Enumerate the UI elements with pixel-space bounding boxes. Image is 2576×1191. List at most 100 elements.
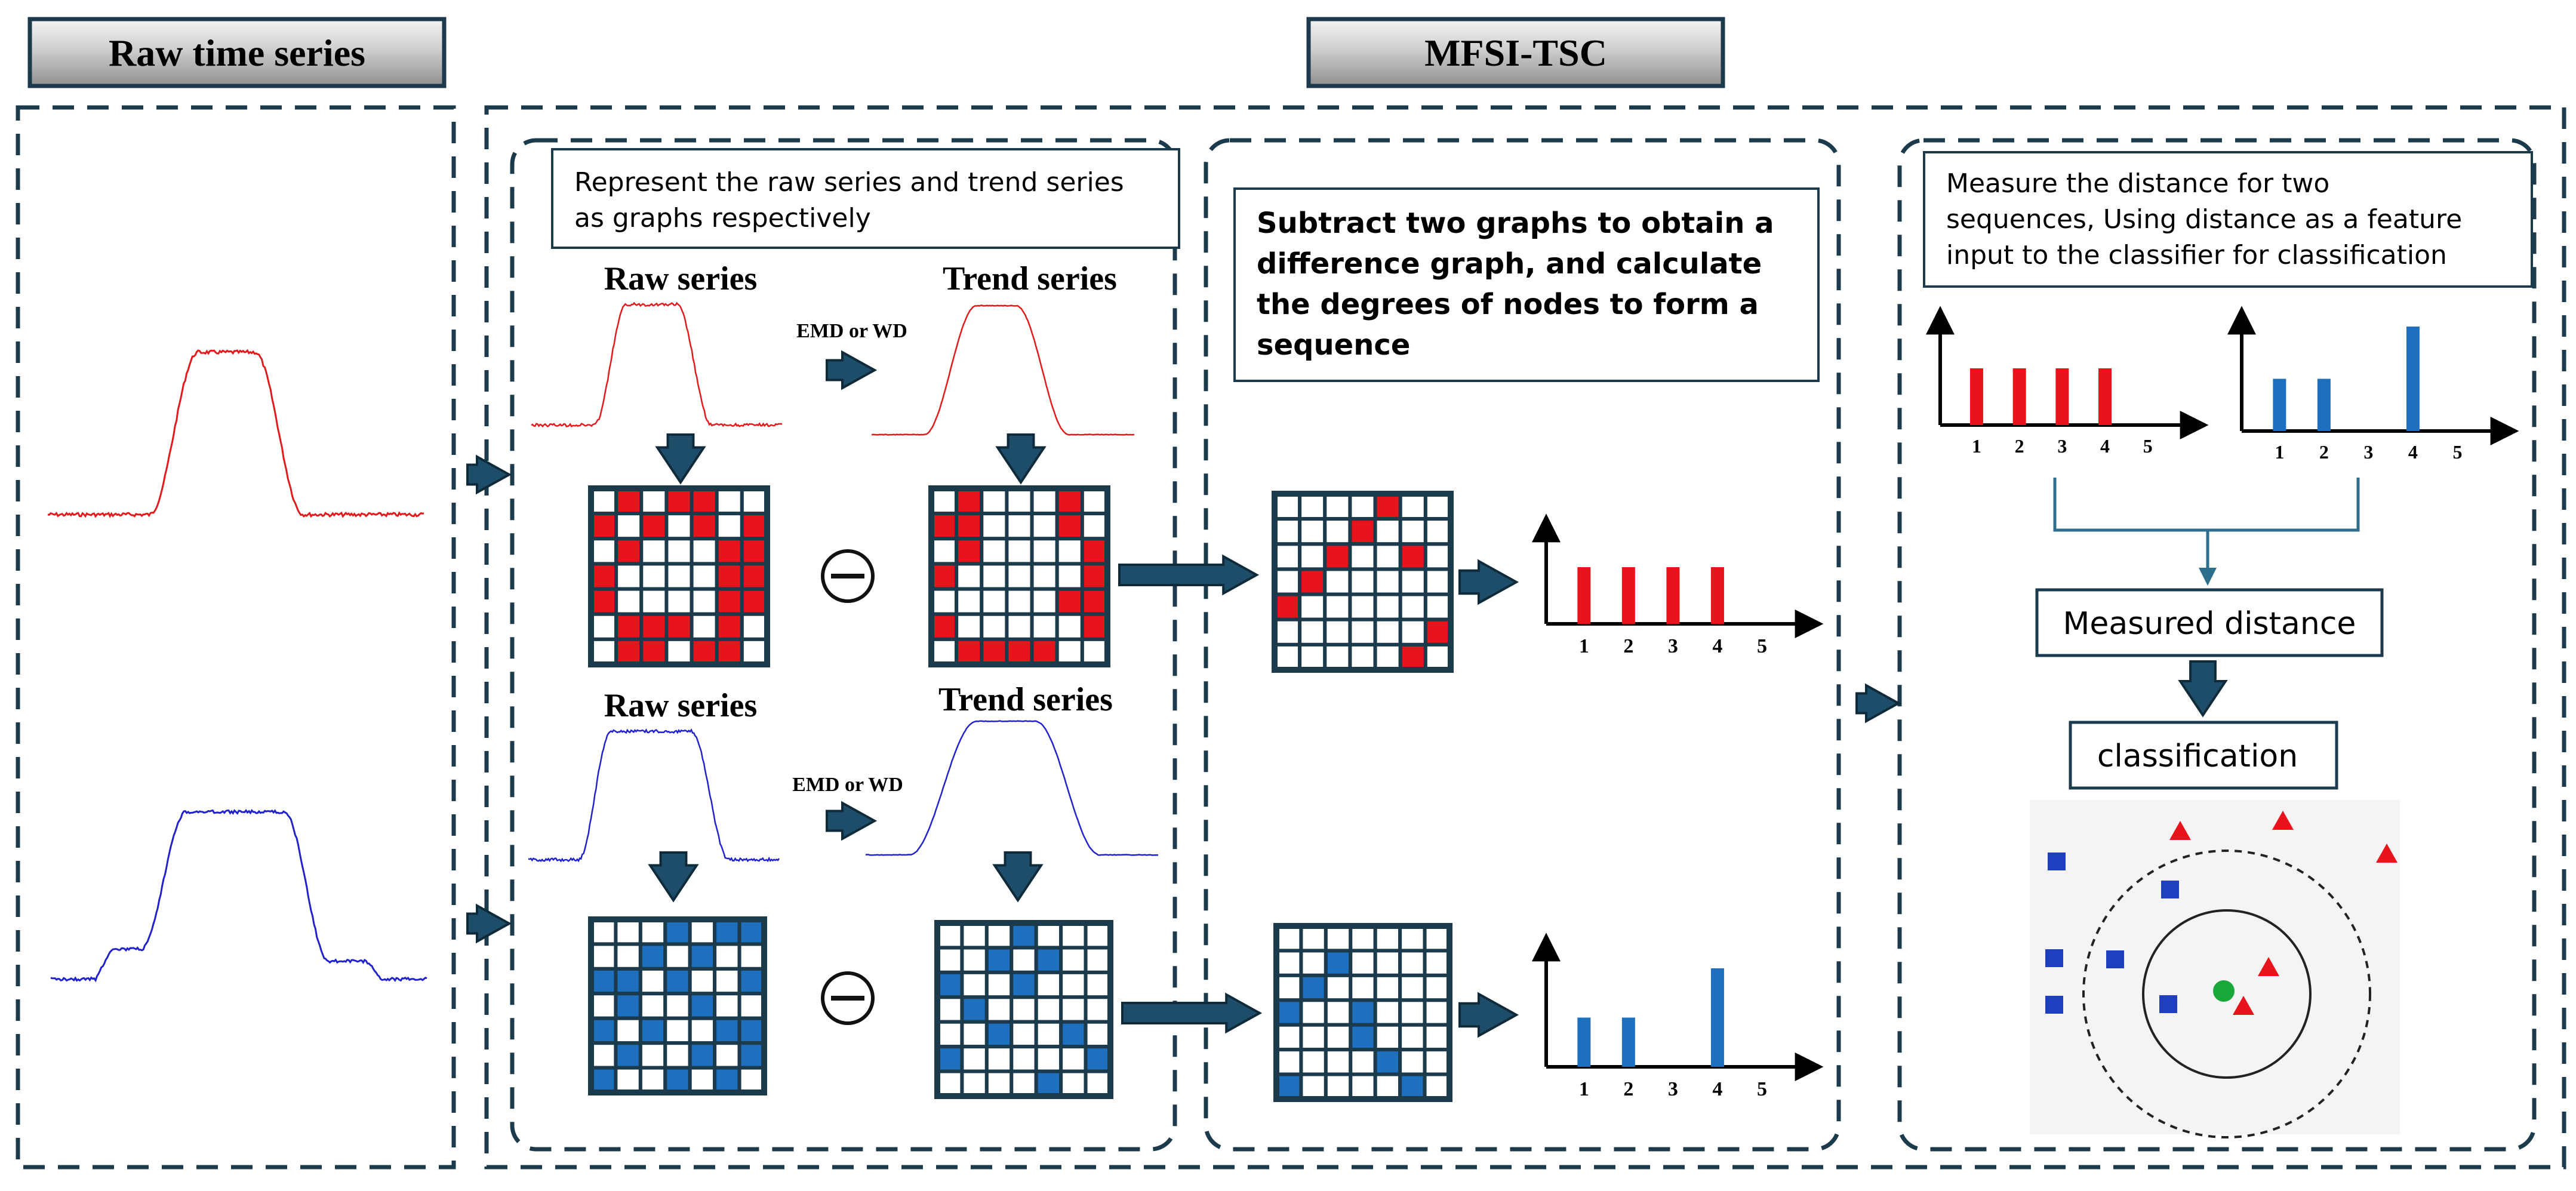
graph-cell bbox=[1273, 617, 1302, 647]
graph-cell bbox=[955, 512, 984, 541]
graph-cell bbox=[664, 512, 694, 541]
trend-series-blue-small bbox=[865, 720, 1159, 856]
graph-cell bbox=[960, 946, 989, 974]
graph-cell bbox=[1059, 1020, 1088, 1049]
difference-arrow-top bbox=[1118, 554, 1260, 596]
graph-cell bbox=[1059, 1069, 1088, 1098]
graph-cell bbox=[1323, 592, 1352, 621]
tick-label: 3 bbox=[2363, 441, 2373, 463]
tick-label: 2 bbox=[2015, 435, 2024, 457]
graph-cell bbox=[638, 992, 667, 1020]
graph-cell bbox=[1080, 487, 1110, 516]
graph-cell bbox=[1084, 1045, 1112, 1073]
graph-border bbox=[1273, 923, 1452, 1102]
input-arrow-top bbox=[466, 454, 512, 495]
graph-cell bbox=[1348, 542, 1377, 571]
graph-cell bbox=[1398, 617, 1427, 647]
graph-cell bbox=[980, 637, 1009, 667]
knn-classification-plot bbox=[2030, 800, 2400, 1138]
stage2-caption-line3: the degrees of nodes to form a bbox=[1257, 288, 1759, 321]
graph-cell bbox=[1373, 492, 1402, 521]
emd-label-top: EMD or WD bbox=[796, 320, 907, 342]
graph-red-trend bbox=[928, 485, 1110, 667]
graph-cell bbox=[980, 612, 1009, 641]
graph-cell bbox=[984, 946, 1014, 974]
graph-cell bbox=[935, 1020, 964, 1049]
graph-cell bbox=[1034, 946, 1063, 974]
stage1-caption-line1: Represent the raw series and trend serie… bbox=[574, 167, 1124, 198]
graph-cell bbox=[1034, 995, 1063, 1024]
graph-cell bbox=[664, 487, 694, 516]
graph-cell bbox=[1055, 512, 1084, 541]
graph-cell bbox=[690, 612, 719, 641]
graph-cell bbox=[740, 562, 770, 591]
graph-cell bbox=[1273, 492, 1302, 521]
graph-cell bbox=[1423, 617, 1453, 647]
graph-cell bbox=[664, 562, 694, 591]
stage1-arrows bbox=[648, 350, 1519, 1038]
graph-cell bbox=[1423, 492, 1453, 521]
graph-cell bbox=[663, 1016, 692, 1045]
graph-cell bbox=[1324, 973, 1353, 1002]
graph-cell bbox=[663, 1066, 692, 1094]
graph-cell bbox=[1398, 998, 1427, 1027]
graph-cell bbox=[984, 995, 1014, 1024]
graph-cell bbox=[1034, 1069, 1063, 1098]
graph-cell bbox=[690, 562, 719, 591]
graph-cell bbox=[737, 1016, 766, 1045]
graph-cell bbox=[1275, 973, 1303, 1002]
stage3-frame bbox=[1897, 138, 2537, 1152]
graph-cell bbox=[1273, 567, 1302, 596]
tick-label: 1 bbox=[2275, 441, 2284, 463]
graph-cell bbox=[1299, 1072, 1328, 1101]
graph-cell bbox=[1398, 567, 1427, 596]
graph-cell bbox=[1423, 517, 1453, 546]
emd-label-bottom: EMD or WD bbox=[792, 774, 903, 796]
graph-cell bbox=[690, 637, 719, 667]
graph-cell bbox=[663, 992, 692, 1020]
tick-label: 5 bbox=[1757, 1078, 1767, 1100]
minus-operator-top bbox=[821, 549, 875, 603]
graph-cell bbox=[1298, 592, 1327, 621]
graph-cell bbox=[740, 587, 770, 616]
stage2-caption: Subtract two graphs to obtain a differen… bbox=[1233, 187, 1820, 382]
graph-border bbox=[934, 920, 1113, 1099]
graph-cell bbox=[1059, 1045, 1088, 1073]
raw-series-label-top: Raw series bbox=[604, 260, 758, 297]
minus-operator-bottom bbox=[821, 971, 875, 1025]
graph-cell bbox=[1373, 592, 1402, 621]
graph-cell bbox=[1005, 537, 1034, 566]
tick-label: 1 bbox=[1579, 1078, 1589, 1100]
graph-cell bbox=[639, 587, 669, 616]
graph-cell bbox=[955, 612, 984, 641]
graph-cell bbox=[1398, 924, 1427, 953]
emd-arrow-bottom bbox=[826, 801, 878, 841]
bar bbox=[1969, 368, 1983, 425]
class-a-square bbox=[2048, 853, 2066, 870]
graph-cell bbox=[1324, 1072, 1353, 1101]
graph-cell bbox=[1423, 973, 1452, 1002]
graph-cell bbox=[1010, 1045, 1038, 1073]
graph-cell bbox=[715, 637, 744, 667]
stage2-caption-line1: Subtract two graphs to obtain a bbox=[1257, 207, 1774, 240]
graph-cell bbox=[614, 637, 644, 667]
graph-cell bbox=[1349, 1072, 1377, 1101]
tick-label: 2 bbox=[1623, 635, 1633, 657]
degree-arrow-top bbox=[1458, 559, 1519, 605]
graph-cell bbox=[1080, 612, 1110, 641]
graph-cell bbox=[1373, 567, 1402, 596]
graph-cell bbox=[690, 537, 719, 566]
graph-cell bbox=[1084, 995, 1112, 1024]
stage3-input-arrow bbox=[1855, 683, 1901, 724]
graph-cell bbox=[1298, 517, 1327, 546]
graph-cell bbox=[663, 1041, 692, 1070]
graph-cell bbox=[1373, 1048, 1402, 1076]
difference-graph-blue bbox=[1273, 923, 1452, 1102]
graph-cell bbox=[688, 942, 717, 971]
graph-cell bbox=[740, 487, 770, 516]
graph-cell bbox=[1030, 637, 1059, 667]
bar bbox=[2012, 368, 2026, 425]
graph-cell bbox=[1423, 542, 1453, 571]
graph-cell bbox=[1055, 637, 1084, 667]
